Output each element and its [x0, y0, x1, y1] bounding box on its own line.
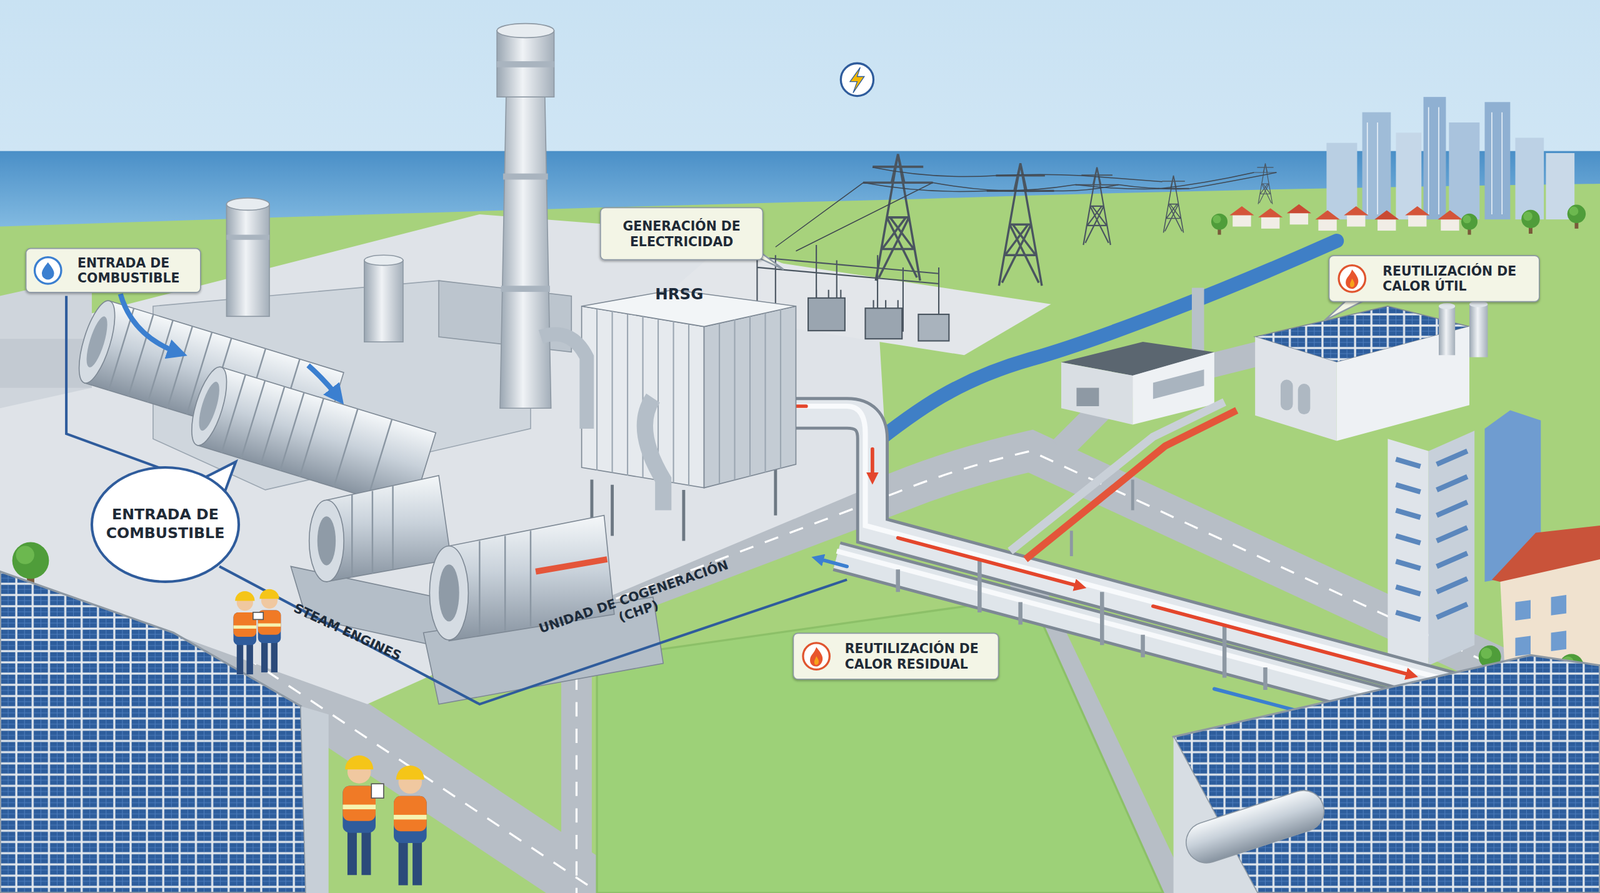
callout-box: GENERACIÓN DE ELECTRICIDAD: [600, 207, 764, 261]
part-label: STEAM ENGINES: [291, 600, 437, 679]
city-buildings: [1387, 410, 1600, 677]
heat-icon: [1338, 265, 1365, 292]
part-label: UNIDAD DE COGENERACIÓN (CHP): [522, 551, 750, 656]
exhaust-stacks: [226, 23, 554, 409]
heat-pipes: [745, 401, 1470, 725]
hrsg-unit: [540, 290, 796, 542]
callout-box: REUTILIZACIÓN DE CALOR RESIDUAL: [793, 633, 1000, 680]
part-label: HRSG: [655, 285, 727, 304]
houses: [1229, 204, 1462, 231]
node-text: ENTRADA DE COMBUSTIBLE: [77, 255, 194, 287]
node-text: GENERACIÓN DE ELECTRICIDAD: [609, 218, 755, 250]
lightning-icon: [840, 63, 874, 96]
bubble-body: [91, 467, 239, 582]
node-text: REUTILIZACIÓN DE CALOR ÚTIL: [1382, 263, 1525, 295]
factory-solar: [1255, 301, 1488, 442]
node-text: ENTRADA DE COMBUSTIBLE: [101, 506, 229, 544]
node-text: REUTILIZACIÓN DE CALOR RESIDUAL: [845, 640, 992, 672]
fuel-icon: [35, 257, 62, 284]
city-skyline: [1326, 96, 1575, 220]
chp-generator: [290, 475, 664, 705]
factory: [1061, 288, 1215, 425]
callout-box: REUTILIZACIÓN DE CALOR ÚTIL: [1328, 255, 1540, 302]
callout-box: ENTRADA DE COMBUSTIBLE: [25, 248, 202, 294]
speech-bubble: ENTRADA DE COMBUSTIBLE: [91, 467, 239, 582]
heat-icon: [803, 643, 830, 670]
solar-roof: [0, 571, 1600, 893]
